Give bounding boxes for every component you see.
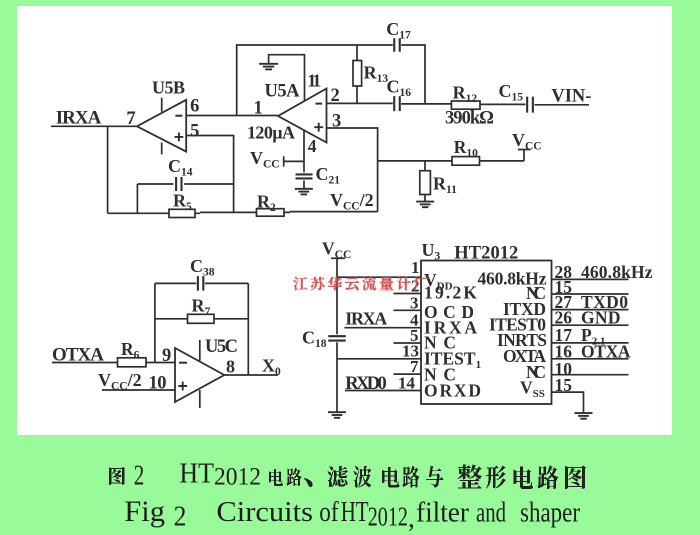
svg-text:2: 2 (174, 501, 187, 533)
svg-text:1: 1 (254, 99, 263, 119)
svg-text:U5A: U5A (265, 82, 301, 102)
svg-text:9: 9 (162, 346, 171, 366)
svg-text:C38: C38 (190, 256, 215, 279)
svg-text:10: 10 (149, 374, 167, 394)
svg-text:120µA: 120µA (247, 123, 295, 143)
svg-text:OTXA: OTXA (52, 345, 104, 366)
svg-text:13: 13 (402, 342, 419, 361)
svg-text:U3: U3 (422, 240, 441, 263)
svg-text:460.8kHz: 460.8kHz (478, 269, 547, 289)
svg-text:11: 11 (307, 71, 321, 91)
svg-text:HT2012: HT2012 (454, 244, 518, 264)
svg-text:R13: R13 (364, 63, 389, 86)
svg-text:460.8kHz: 460.8kHz (581, 262, 653, 282)
svg-text:R10: R10 (454, 137, 478, 160)
svg-text:IRXA: IRXA (56, 108, 102, 129)
svg-text:1: 1 (411, 258, 420, 277)
svg-text:5: 5 (190, 122, 199, 142)
svg-text:8: 8 (226, 357, 235, 377)
svg-text:17: 17 (555, 325, 573, 345)
svg-text:3: 3 (332, 112, 341, 132)
svg-text:VIN-: VIN- (551, 87, 591, 107)
svg-text:IRXA: IRXA (345, 309, 387, 329)
svg-text:5: 5 (410, 326, 419, 345)
svg-text:OCD: OCD (424, 302, 474, 322)
svg-text:6: 6 (190, 97, 199, 117)
svg-text:R6: R6 (121, 339, 140, 362)
svg-text:ITXD: ITXD (503, 299, 546, 319)
svg-text:C15: C15 (499, 81, 524, 104)
svg-text:C17: C17 (386, 19, 411, 42)
svg-text:VCC: VCC (250, 148, 280, 171)
svg-text:C16: C16 (387, 77, 412, 100)
svg-text:VCC/2: VCC/2 (330, 190, 374, 213)
svg-text:4: 4 (308, 136, 317, 156)
svg-text:INRTS: INRTS (497, 330, 547, 350)
svg-text:28: 28 (555, 262, 573, 282)
svg-text:Circuits: Circuits (216, 496, 313, 528)
svg-text:26: 26 (555, 308, 573, 328)
svg-text:R7: R7 (192, 296, 211, 319)
svg-text:C21: C21 (316, 164, 341, 187)
svg-text:of: of (319, 496, 339, 528)
svg-text:10: 10 (555, 359, 573, 379)
svg-text:2: 2 (134, 461, 145, 492)
svg-text:GND: GND (581, 308, 621, 328)
svg-text:NC: NC (526, 362, 546, 382)
svg-text:OXTA: OXTA (503, 346, 546, 366)
svg-text:7: 7 (410, 357, 419, 376)
svg-text:3: 3 (410, 293, 419, 312)
svg-text:2: 2 (331, 86, 340, 106)
svg-text:VCC: VCC (322, 239, 351, 262)
svg-text:C18: C18 (302, 328, 327, 351)
svg-text:R12: R12 (453, 83, 478, 106)
svg-text:C14: C14 (168, 156, 193, 179)
svg-text:U5C: U5C (205, 337, 238, 357)
svg-text:RXD0: RXD0 (345, 374, 387, 394)
svg-text:U5B: U5B (152, 78, 185, 98)
svg-text:R5: R5 (173, 191, 192, 214)
svg-text:15: 15 (555, 277, 573, 297)
svg-text:27: 27 (555, 292, 573, 312)
svg-text:R11: R11 (433, 174, 457, 197)
svg-text:filter: filter (416, 497, 469, 529)
svg-text:,: , (408, 503, 415, 533)
svg-text:390kΩ: 390kΩ (445, 109, 494, 129)
svg-text:14: 14 (398, 374, 416, 393)
svg-text:VCC: VCC (512, 130, 542, 153)
svg-text:VCC/2: VCC/2 (98, 370, 142, 393)
svg-text:Fig: Fig (124, 495, 165, 528)
svg-text:HT: HT (179, 458, 214, 490)
svg-text:7: 7 (126, 109, 135, 129)
svg-text:shaper: shaper (520, 497, 580, 529)
svg-text:X0: X0 (262, 356, 281, 379)
svg-text:ITEST0: ITEST0 (489, 315, 546, 335)
svg-text:4: 4 (410, 310, 419, 329)
svg-text:IRXA: IRXA (424, 318, 477, 338)
svg-text:HT: HT (341, 496, 369, 528)
svg-text:15: 15 (555, 375, 573, 395)
svg-text:16: 16 (555, 342, 573, 362)
svg-text:R2: R2 (257, 192, 276, 215)
svg-text:2012: 2012 (214, 464, 261, 491)
svg-text:OTXA: OTXA (581, 342, 631, 362)
svg-text:and: and (476, 497, 506, 529)
svg-text:ITEST1: ITEST1 (424, 349, 481, 372)
svg-text:NC: NC (526, 283, 546, 303)
svg-text:TXD0: TXD0 (581, 292, 628, 312)
svg-text:2012: 2012 (368, 502, 408, 532)
svg-text:P2.1: P2.1 (581, 325, 605, 348)
